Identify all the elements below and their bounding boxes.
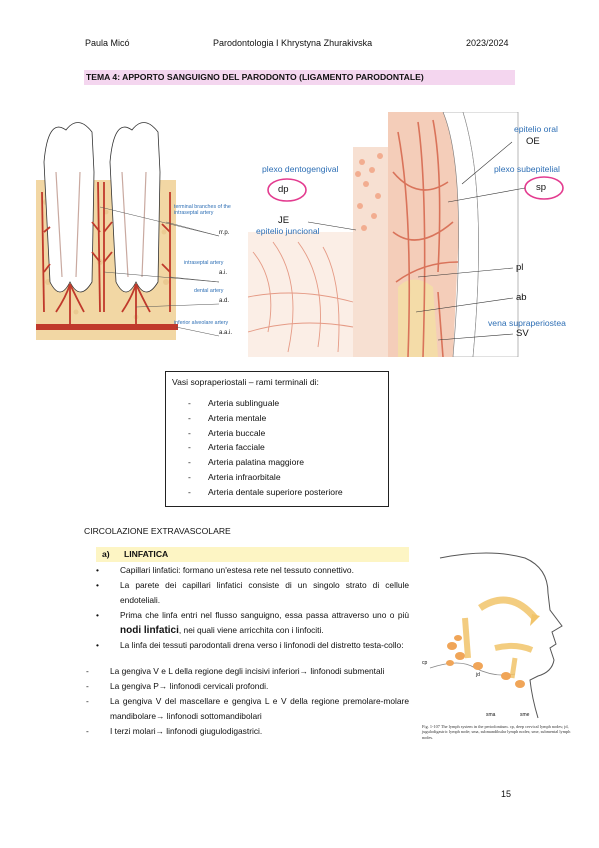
dash-item: - La gengiva V del mascellare e gengiva L… — [86, 694, 409, 724]
label-intraseptal-artery: intraseptal artery — [184, 260, 224, 266]
label-vena-supraperiostea: vena supraperiostea — [488, 318, 566, 328]
dash-text: La gengiva V e L della regione degli inc… — [110, 665, 385, 676]
list-item-text: Arteria facciale — [208, 442, 265, 453]
head-profile-diagram — [429, 552, 563, 719]
label-ad: a.d. — [219, 298, 230, 304]
label-aai: a.a.i. — [219, 330, 233, 336]
label-plexo-subepitelial: plexo subepitelial — [494, 164, 560, 174]
bullet-marker: • — [96, 610, 99, 621]
dash-marker: - — [86, 680, 89, 691]
dash-marker: - — [86, 695, 89, 706]
label-oe: OE — [526, 136, 540, 147]
label-epitelio-oral: epitelio oral — [514, 124, 558, 134]
heading-label: LINFATICA — [124, 549, 169, 559]
dash-marker: - — [188, 412, 191, 423]
header-author: Paula Micó — [85, 38, 130, 48]
dash-marker: - — [188, 398, 191, 408]
header-year: 2023/2024 — [466, 38, 509, 48]
label-inferior-alveolare-artery: inferior alveolare artery — [174, 320, 229, 326]
list-item: - Arteria facciale — [188, 440, 343, 455]
lymph-system-figure: cp jd sma sme — [420, 548, 580, 723]
bullet-item: • Prima che linfa entri nel flusso sangui… — [96, 608, 409, 638]
page-title: TEMA 4: APPORTO SANGUIGNO DEL PARODONTO … — [84, 70, 515, 85]
dash-item: - La gengiva P→ linfonodi cervicali profo… — [86, 679, 409, 694]
dash-marker: - — [188, 486, 191, 497]
list-item: - Arteria mentale — [188, 411, 343, 426]
dash-marker: - — [188, 471, 191, 482]
bullet-text-b: , nei quali viene arricchita con i linfo… — [178, 625, 324, 636]
teeth-diagram — [36, 122, 220, 340]
linfatica-body: • Capillari linfatici: formano un'estesa … — [86, 563, 409, 739]
dash-text: La gengiva P→ linfonodi cervicali profon… — [110, 680, 269, 691]
label-je: JE — [278, 215, 290, 226]
bullet-marker: • — [96, 640, 99, 651]
label-plexo-dentogengival: plexo dentogengival — [262, 164, 339, 174]
bullet-text: La parete dei capillari linfatici consis… — [120, 580, 409, 606]
label-ai: a.i. — [219, 270, 228, 276]
page-number: 15 — [501, 789, 512, 799]
dash-marker: - — [188, 457, 191, 468]
heading-number: a) — [102, 549, 110, 559]
list-item: - Arteria sublinguale — [188, 396, 343, 411]
dash-item: - I terzi molari→ linfonodi giugulodigast… — [86, 724, 409, 739]
dash-item: - La gengiva V e L della regione degli in… — [86, 664, 409, 679]
list-item-text: Arteria palatina maggiore — [208, 457, 305, 468]
list-item-text: Arteria dentale superiore posteriore — [208, 486, 343, 497]
bullet-item: • Capillari linfatici: formano un'estesa … — [96, 563, 409, 578]
label-sp: sp — [536, 182, 547, 193]
label-ab: ab — [516, 292, 527, 303]
label-rrp: rr.p. — [219, 230, 230, 236]
list-item: - Arteria palatina maggiore — [188, 455, 343, 470]
label-sv: SV — [516, 328, 529, 339]
list-item-text: Arteria mentale — [208, 412, 267, 423]
bullet-marker: • — [96, 565, 99, 575]
header-course: Parodontologia I Khrystyna Zhurakivska — [213, 38, 373, 48]
gingiva-diagram — [247, 111, 564, 358]
bullet-text-bold: nodi linfatici — [120, 625, 179, 637]
figure-caption: Fig. 1-107 The lymph system in the perio… — [422, 724, 571, 740]
label-terminal-branches: terminal branches of the intraseptal art… — [174, 204, 231, 216]
list-item-text: Arteria buccale — [208, 427, 266, 438]
label-sme: sme — [520, 712, 530, 718]
list-item: - Arteria buccale — [188, 426, 343, 441]
dash-marker: - — [188, 442, 191, 453]
linfatica-heading: a) LINFATICA — [96, 547, 409, 562]
label-epitelio-juncional: epitelio juncional — [256, 226, 320, 236]
box-heading: Vasi sopraperiostali – rami terminali di… — [172, 377, 319, 387]
teeth-blood-supply-figure: terminal branches of the intraseptal art… — [36, 112, 239, 342]
dash-text: La gengiva V del mascellare e gengiva L … — [110, 695, 409, 721]
label-dental-artery: dental artery — [194, 288, 224, 294]
bullet-text: Capillari linfatici: formano un'estesa r… — [120, 565, 354, 575]
label-sma: sma — [486, 712, 496, 718]
bullet-text-a: Prima che linfa entri nel flusso sanguig… — [120, 610, 409, 621]
list-item: - Arteria dentale superiore posteriore — [188, 485, 343, 500]
section-title: CIRCOLAZIONE EXTRAVASCOLARE — [84, 526, 231, 536]
dash-marker: - — [86, 725, 89, 736]
list-item: - Arteria infraorbitale — [188, 470, 343, 485]
bullet-text: La linfa dei tessuti parodontali drena v… — [120, 640, 404, 651]
list-item-text: Arteria infraorbitale — [208, 471, 281, 482]
bullet-marker: • — [96, 580, 99, 591]
bullet-item: • La linfa dei tessuti parodontali drena … — [96, 638, 409, 653]
dash-marker: - — [188, 427, 191, 438]
gingival-plexus-figure: epitelio oral OE plexo dentogengival dp … — [247, 111, 566, 358]
label-cp: cp — [422, 660, 428, 666]
vasi-sopraperiostali-box: Vasi sopraperiostali – rami terminali di… — [165, 371, 389, 507]
label-pl: pl — [516, 262, 524, 273]
label-jd: jd — [476, 672, 480, 678]
arteria-list: - Arteria sublinguale - Arteria mentale - A… — [188, 396, 343, 500]
list-item-text: Arteria sublinguale — [208, 398, 280, 408]
bullet-item: • La parete dei capillari linfatici consi… — [96, 578, 409, 608]
label-dp: dp — [278, 184, 289, 195]
dash-text: I terzi molari→ linfonodi giugulodigastr… — [110, 725, 263, 736]
dash-marker: - — [86, 665, 89, 676]
